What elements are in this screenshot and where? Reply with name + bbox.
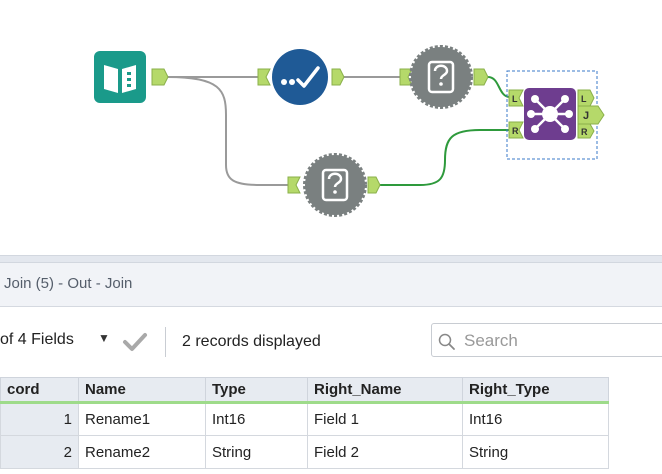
record-number: 1 (0, 402, 79, 436)
workflow-canvas[interactable]: L R L J (0, 0, 662, 255)
column-header-type[interactable]: Type (205, 377, 308, 404)
wire-input-to-dynamic-rename-2 (167, 76, 290, 186)
select-output-anchor[interactable] (331, 68, 345, 86)
column-header-record[interactable]: cord (0, 377, 79, 404)
column-header-right-type[interactable]: Right_Type (462, 377, 609, 404)
dynamic-rename-2-output-anchor[interactable] (367, 176, 381, 194)
input-data-tool[interactable] (94, 51, 146, 103)
join-output-anchors[interactable]: L J R (577, 89, 605, 139)
svg-text:R: R (512, 126, 519, 136)
cell-type[interactable]: String (205, 435, 308, 469)
column-header-right-name[interactable]: Right_Name (307, 377, 463, 404)
dynamic-rename-1-input-anchor[interactable] (399, 68, 413, 86)
panel-splitter[interactable] (0, 255, 662, 263)
cell-type[interactable]: Int16 (205, 402, 308, 436)
input-output-anchor[interactable] (151, 68, 169, 86)
join-selection-box (506, 70, 598, 160)
record-number: 2 (0, 435, 79, 469)
results-title: Join (5) - Out - Join (4, 275, 133, 292)
fields-selector[interactable]: of 4 Fields (0, 331, 74, 348)
svg-text:L: L (581, 94, 587, 104)
search-box[interactable] (431, 323, 662, 357)
search-input[interactable] (462, 328, 662, 354)
table-row[interactable]: 2 Rename2 String Field 2 String (0, 435, 609, 469)
cell-right-type[interactable]: Int16 (462, 402, 609, 436)
cell-right-type[interactable]: String (462, 435, 609, 469)
dynamic-rename-1-output-anchor[interactable] (473, 68, 489, 86)
checkmark-icon[interactable] (122, 332, 148, 352)
join-left-input-anchor[interactable]: L (508, 89, 524, 107)
select-tool[interactable] (272, 49, 328, 105)
cell-right-name[interactable]: Field 2 (307, 435, 463, 469)
table-header-row: cord Name Type Right_Name Right_Type (0, 377, 609, 404)
toolbar-divider (165, 327, 166, 357)
cell-right-name[interactable]: Field 1 (307, 402, 463, 436)
cell-name[interactable]: Rename2 (78, 435, 206, 469)
workflow-diagram: L R L J (94, 45, 605, 217)
join-tool[interactable] (524, 88, 576, 140)
results-table: cord Name Type Right_Name Right_Type 1 R… (0, 377, 609, 469)
results-toolbar: of 4 Fields ▼ 2 records displayed (0, 307, 662, 377)
records-count: 2 records displayed (182, 333, 321, 350)
join-right-input-anchor[interactable]: R (508, 121, 524, 139)
search-icon (438, 333, 455, 350)
svg-text:J: J (583, 110, 589, 122)
table-row[interactable]: 1 Rename1 Int16 Field 1 Int16 (0, 402, 609, 436)
column-header-name[interactable]: Name (78, 377, 206, 404)
chevron-down-icon[interactable]: ▼ (98, 331, 110, 345)
dynamic-rename-tool-2[interactable] (303, 153, 367, 217)
dynamic-rename-tool-1[interactable] (409, 45, 473, 109)
svg-text:R: R (581, 127, 588, 137)
cell-name[interactable]: Rename1 (78, 402, 206, 436)
svg-text:L: L (512, 94, 518, 104)
results-header: Join (5) - Out - Join (0, 263, 662, 307)
wire-dynamic-rename-2-to-join-right (380, 129, 510, 186)
select-input-anchor[interactable] (257, 68, 271, 86)
dynamic-rename-2-input-anchor[interactable] (287, 176, 301, 194)
